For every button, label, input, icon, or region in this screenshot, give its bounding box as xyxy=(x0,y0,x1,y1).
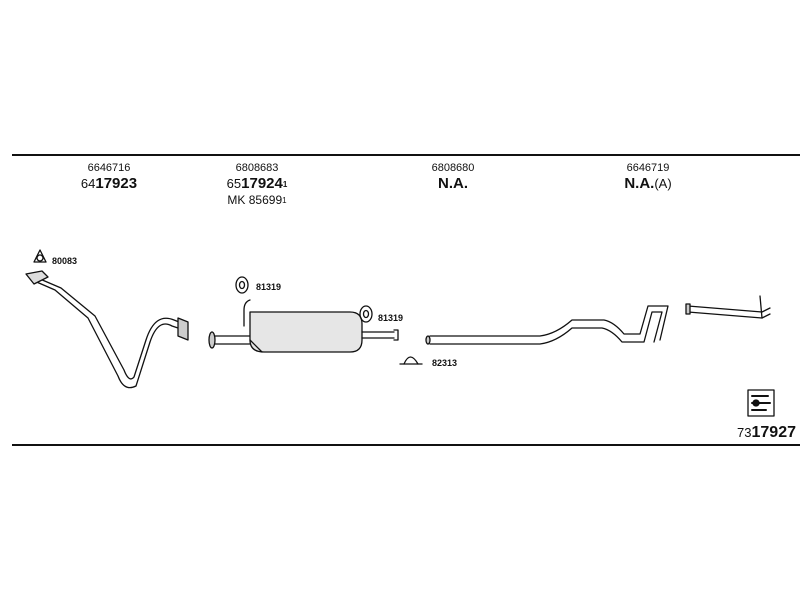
front-pipe xyxy=(25,270,189,389)
tail-pipe xyxy=(685,295,771,319)
column-2-kit-sup: 1 xyxy=(282,196,287,205)
clamp-icon xyxy=(399,356,423,365)
column-1-number: 17923 xyxy=(95,175,138,192)
column-1-prefix: 64 xyxy=(80,176,96,191)
kit-total-prefix: 73 xyxy=(737,425,752,440)
column-1: 6646716 6417923 xyxy=(81,162,137,193)
column-2: 6808683 65179241 MK 856991 xyxy=(227,162,288,207)
top-rule xyxy=(12,154,800,156)
kit-total: 7317927 xyxy=(737,424,796,442)
gasket-icon xyxy=(33,249,47,263)
hanger-label-1: 81319 xyxy=(256,282,282,292)
column-3: 6808680 N.A. xyxy=(432,162,475,193)
intermediate-pipe xyxy=(425,305,669,345)
column-2-kit: MK 856991 xyxy=(227,193,288,207)
column-2-prefix: 65 xyxy=(226,176,242,191)
column-2-number: 17924 xyxy=(241,175,283,192)
bottom-rule xyxy=(12,444,800,446)
column-1-part-number: 6417923 xyxy=(81,175,137,193)
column-2-ref: 6808683 xyxy=(235,162,279,174)
hanger-icon xyxy=(235,276,249,294)
column-1-ref: 6646716 xyxy=(87,162,131,174)
middle-muffler xyxy=(208,299,399,353)
column-2-sup: 1 xyxy=(282,180,288,189)
hanger-icon-2 xyxy=(359,305,373,323)
clamp-label: 82313 xyxy=(432,358,458,368)
column-3-ref: 6808680 xyxy=(431,162,475,174)
column-2-part-number: 65179241 xyxy=(227,175,288,193)
column-4-ref: 6646719 xyxy=(626,162,670,174)
column-4: 6646719 N.A.(A) xyxy=(624,162,671,193)
column-3-part-number: N.A. xyxy=(437,175,468,192)
hanger-label-2: 81319 xyxy=(378,313,404,323)
column-4-number: N.A. xyxy=(624,175,655,192)
kit-symbol-icon xyxy=(747,389,775,417)
column-4-part-number: N.A.(A) xyxy=(624,175,671,193)
column-2-kit-number: MK 85699 xyxy=(227,193,283,207)
column-4-note: (A) xyxy=(654,176,672,191)
kit-total-number: 17927 xyxy=(751,424,797,441)
gasket-label: 80083 xyxy=(52,256,78,266)
